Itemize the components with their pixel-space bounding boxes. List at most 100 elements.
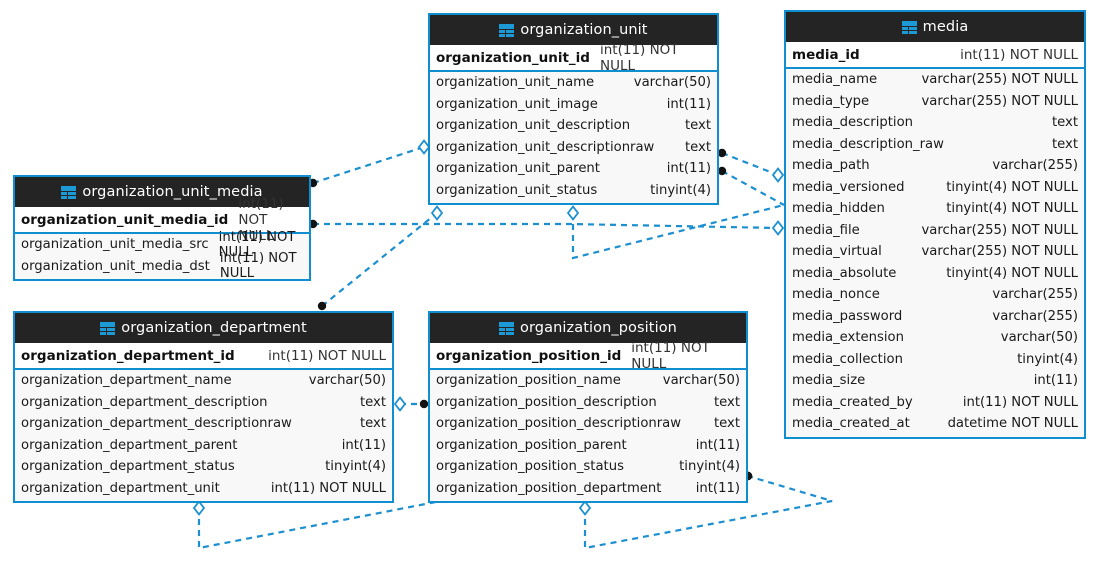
column-name: media_created_at: [792, 416, 910, 432]
column-name: organization_unit_descriptionraw: [436, 139, 655, 155]
relationship-unit-media-oum-header: [312, 145, 425, 185]
relationship-oum-media-pk: [313, 222, 779, 230]
column-type: tinyint(4): [679, 459, 740, 475]
column-row[interactable]: media_absolute tinyint(4) NOT NULL: [786, 262, 1084, 284]
column-name: media_name: [792, 72, 878, 88]
column-row[interactable]: organization_position_parent int(11): [430, 434, 746, 456]
table-header-organization_position[interactable]: organization_position: [430, 313, 746, 343]
column-name: media_nonce: [792, 287, 880, 303]
column-type: text: [684, 139, 711, 155]
column-type: int(11) NOT NULL: [962, 394, 1078, 410]
column-name: organization_position_id: [436, 347, 622, 364]
relationship-unit-image-media: [721, 151, 779, 177]
column-type: int(11) NOT NULL: [631, 339, 710, 372]
relationship-unit-parent-media: [721, 170, 785, 206]
primary-key-row[interactable]: organization_position_id int(11) NOT NULL: [430, 339, 746, 372]
table-name: media: [922, 19, 969, 35]
column-type: datetime NOT NULL: [947, 416, 1078, 432]
column-row[interactable]: media_created_at datetime NOT NULL: [786, 413, 1084, 435]
column-type: tinyint(4): [325, 459, 386, 475]
table-icon: [499, 321, 515, 335]
column-type: varchar(255) NOT NULL: [921, 222, 1079, 238]
column-name: organization_department_unit: [21, 480, 220, 496]
column-name: media_size: [792, 373, 866, 389]
column-type: tinyint(4) NOT NULL: [946, 265, 1078, 281]
relationship-endpoint-dot: [717, 148, 727, 158]
column-name: organization_position_parent: [436, 437, 627, 453]
column-type: int(11): [666, 161, 711, 177]
column-name: media_virtual: [792, 244, 882, 260]
table-icon: [61, 185, 77, 199]
table-header-organization_department[interactable]: organization_department: [15, 313, 392, 343]
column-type: int(11) NOT NULL: [599, 41, 679, 74]
column-name: organization_position_status: [436, 459, 624, 475]
column-name: media_description: [792, 115, 913, 131]
column-name: organization_department_description: [21, 394, 268, 410]
column-type: int(11) NOT NULL: [238, 195, 284, 244]
column-type: int(11): [341, 437, 386, 453]
column-type: tinyint(4) NOT NULL: [946, 201, 1078, 217]
table-header-organization_unit_media[interactable]: organization_unit_media: [15, 177, 309, 207]
column-type: int(11): [695, 437, 740, 453]
column-type: tinyint(4): [650, 182, 711, 198]
column-row[interactable]: organization_position_status tinyint(4): [430, 456, 746, 478]
relationship-endpoint-diamond: [192, 500, 206, 516]
column-type: int(11) NOT NULL: [219, 251, 297, 282]
relationship-unit-department-header: [321, 212, 438, 307]
column-type: varchar(255): [992, 308, 1078, 324]
relationship-endpoint-diamond: [393, 396, 407, 412]
table-header-organization_unit[interactable]: organization_unit: [430, 15, 717, 45]
column-name: media_absolute: [792, 265, 897, 281]
column-type: int(11) NOT NULL: [960, 46, 1078, 63]
column-name: organization_position_department: [436, 480, 662, 496]
column-type: text: [359, 416, 386, 432]
table-icon: [499, 23, 515, 37]
table-header-media[interactable]: media: [786, 12, 1084, 42]
column-row[interactable]: organization_unit_descriptionraw text: [430, 136, 717, 158]
